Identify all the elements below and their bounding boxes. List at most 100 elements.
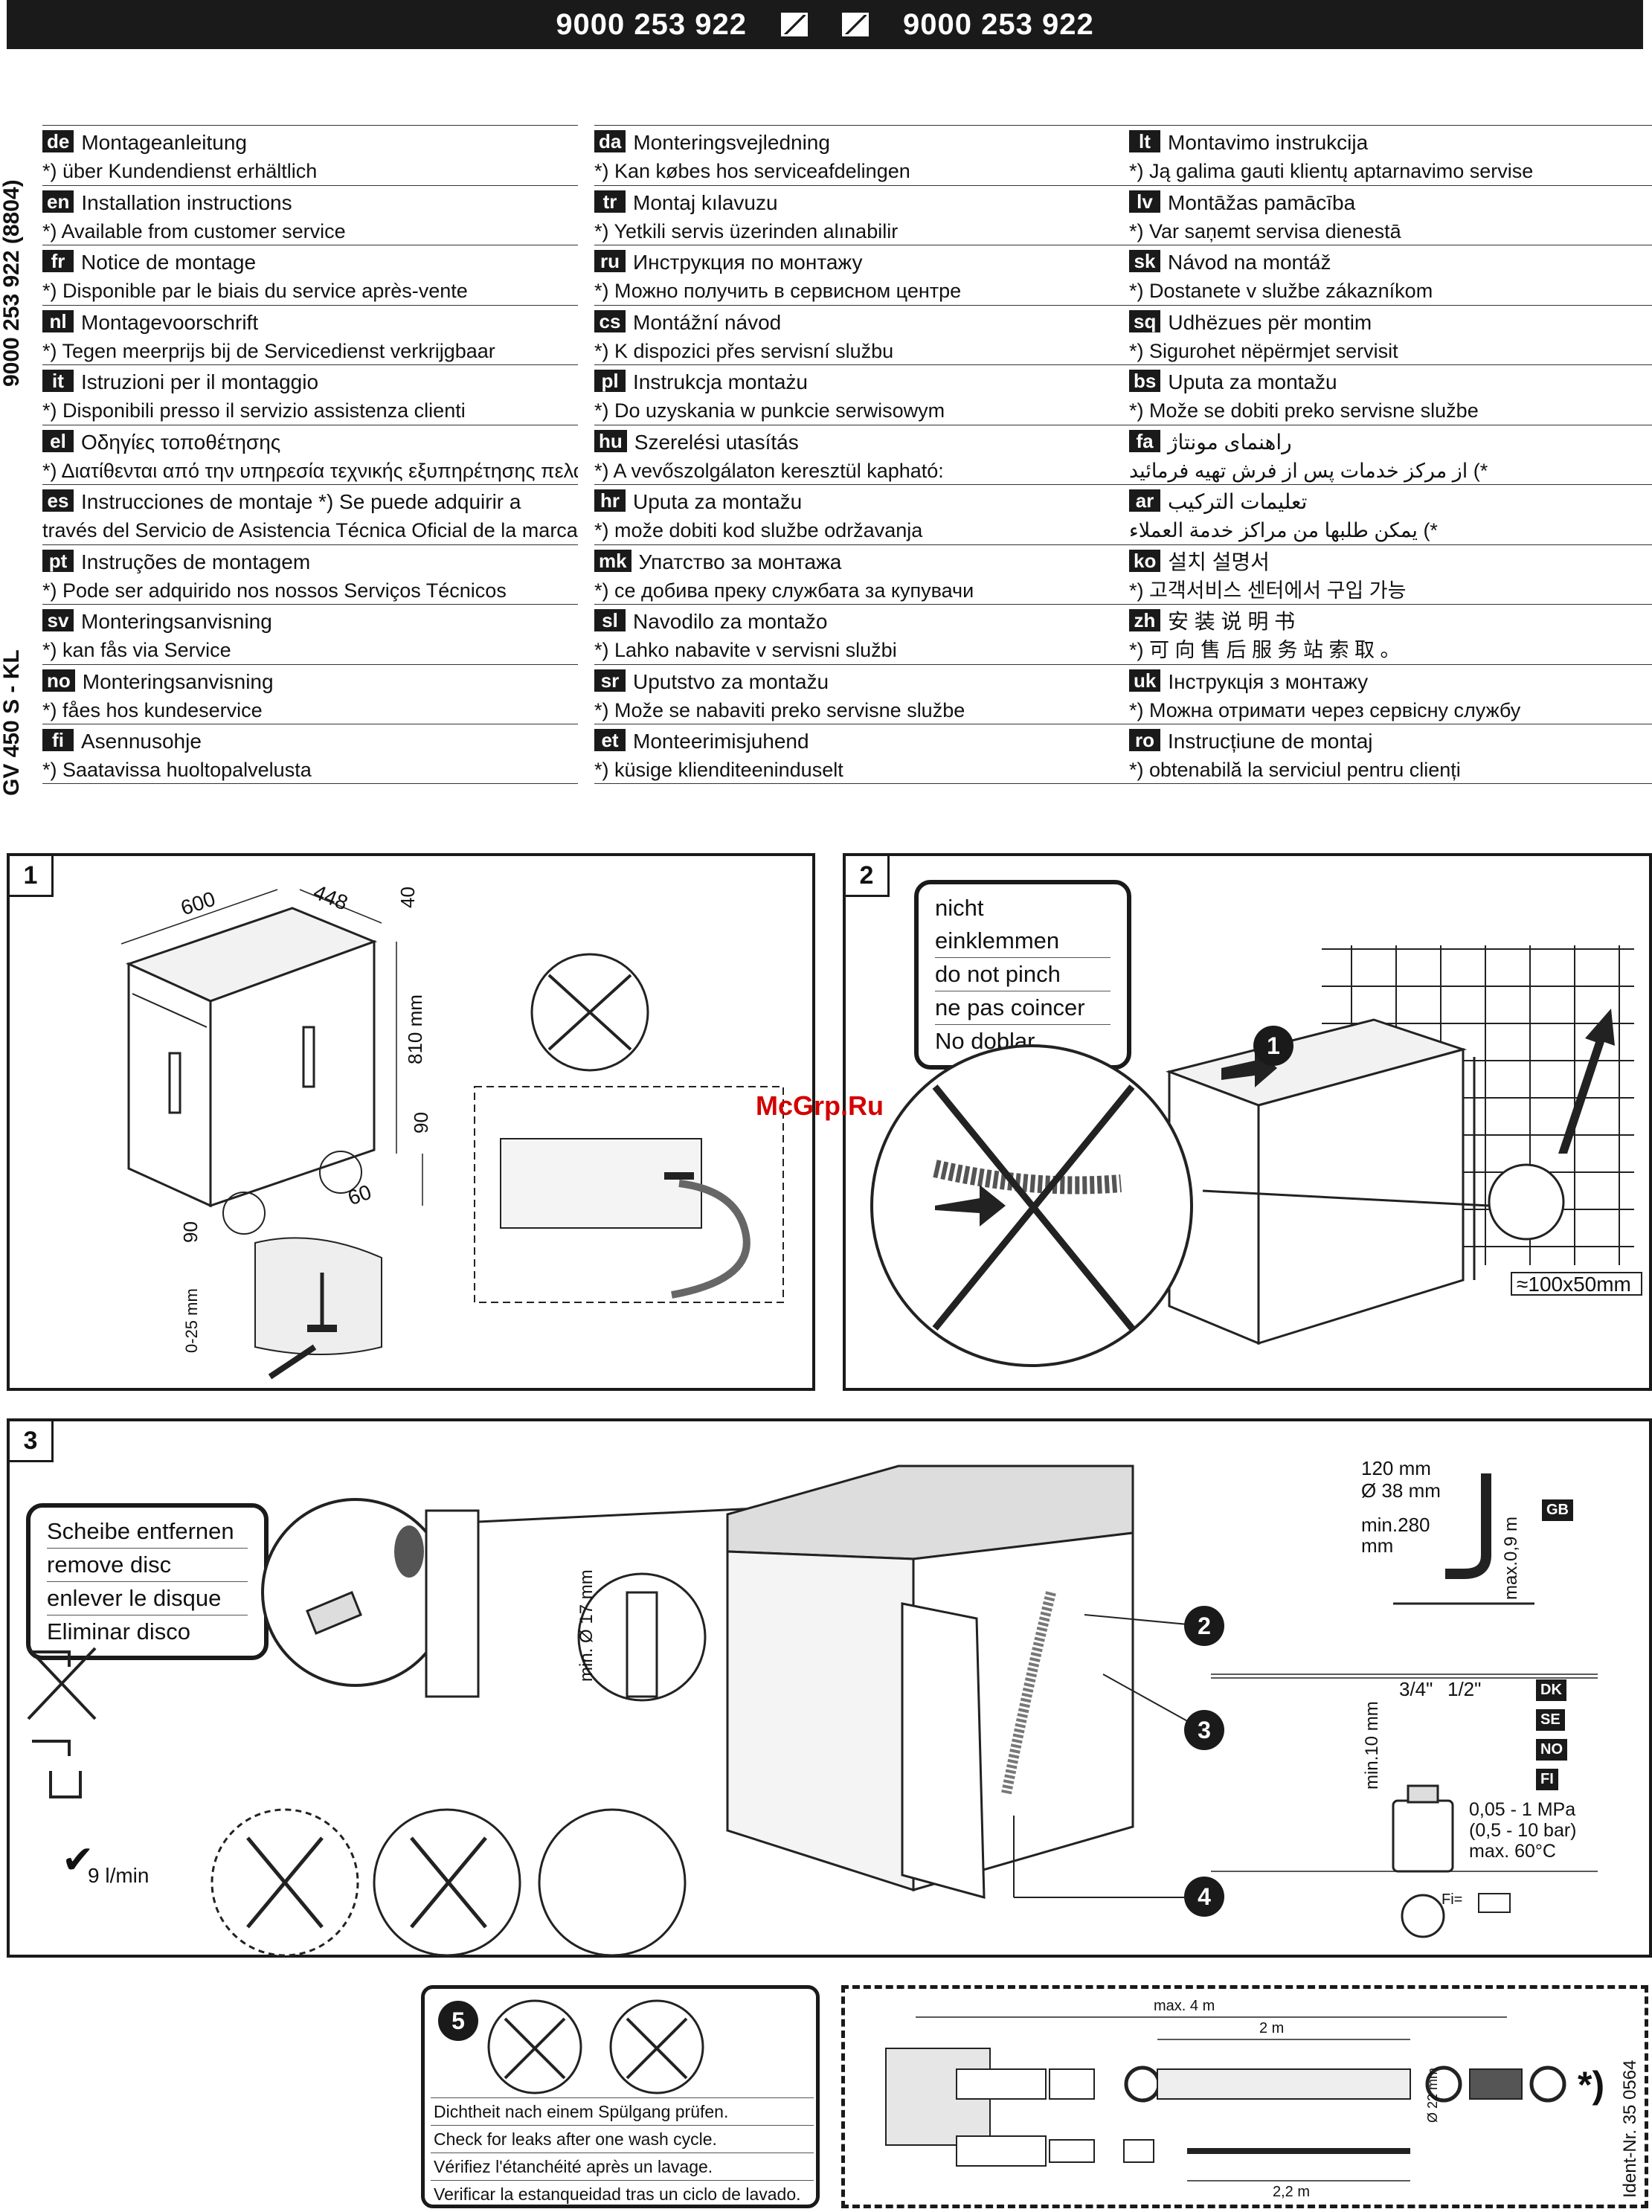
language-code-badge: es: [42, 489, 74, 512]
language-code-badge: sk: [1129, 250, 1160, 272]
footnote-star: *): [1578, 2064, 1605, 2106]
language-title: Montageanleitung: [81, 131, 247, 154]
language-code-badge: et: [594, 729, 626, 751]
language-note: través del Servicio de Asistencia Técnic…: [42, 519, 578, 541]
drain-dim-a: 120 mm: [1361, 1457, 1431, 1479]
language-code-badge: de: [42, 130, 74, 152]
language-title: Navodilo za montažo: [633, 610, 828, 633]
thread-a: 3/4": [1399, 1678, 1433, 1700]
hose-diameter: Ø 22 mm: [1425, 2067, 1440, 2123]
language-title: Uputa za montažu: [633, 490, 803, 513]
language-row-sk: sk Návod na montáž *) Dostanete v službe z…: [1129, 245, 1652, 305]
step-number: 2: [1184, 1606, 1224, 1646]
language-code-badge: nl: [42, 309, 74, 332]
language-title: Instrucciones de montaje *) Se puede adq…: [81, 490, 521, 513]
step-number: 4: [1184, 1877, 1224, 1917]
language-note: *) kan fås via Service: [42, 639, 231, 661]
warning-line: ne pas coincer: [935, 991, 1111, 1025]
panel-5: 5 Dichtheit nach einem Spülgang prüfen. …: [421, 1985, 820, 2208]
language-note: *) Tegen meerprijs bij de Servicedienst …: [42, 339, 495, 362]
dim-height: 810 mm: [404, 994, 426, 1064]
language-code-badge: cs: [594, 309, 626, 332]
language-code-badge: en: [42, 190, 74, 213]
language-note: *) Dostanete v službe zákazníkom: [1129, 280, 1433, 302]
language-note: *) Yetkili servis üzerinden alınabilir: [594, 219, 899, 242]
hose-length: 2 m: [1259, 2020, 1285, 2036]
language-code-badge: fa: [1129, 429, 1160, 452]
language-title: Інструкція з монтажу: [1168, 669, 1369, 693]
country-badge: NO: [1536, 1739, 1567, 1761]
language-code-badge: ro: [1129, 729, 1160, 751]
warning-box: nicht einklemmen do not pinch ne pas coi…: [914, 880, 1131, 1070]
pressure-line: max. 60°C: [1469, 1841, 1556, 1862]
language-code-badge: zh: [1129, 609, 1160, 631]
language-title: Monteringsanvisning: [82, 669, 274, 693]
language-title: Návod na montáž: [1168, 251, 1331, 274]
language-note: *) može dobiti kod službe održavanja: [594, 519, 923, 541]
panel-3: 3 Scheibe entfernen remove disc enlever …: [7, 1418, 1652, 1958]
language-note: *) Διατίθενται από την υπηρεσία τεχνικής…: [42, 459, 578, 482]
country-badge: SE: [1536, 1709, 1565, 1731]
language-note: *) се добива преку службата за купувачи: [594, 579, 974, 602]
drain-dim-b: Ø 38 mm: [1361, 1479, 1441, 1502]
note-line: Vérifiez l'étanchéité après un lavage.: [431, 2152, 814, 2180]
language-title: Montāžas pamācība: [1168, 190, 1356, 214]
language-code-badge: sq: [1129, 309, 1161, 332]
remove-disc-line: remove disc: [47, 1549, 248, 1582]
language-code-badge: hr: [594, 489, 626, 512]
language-code-badge: da: [594, 130, 626, 152]
language-note: *) Disponibili presso il servizio assist…: [42, 399, 466, 422]
check-icon: ✔: [62, 1839, 94, 1882]
language-title: Uputa za montažu: [1168, 370, 1337, 393]
language-note: *) küsige klienditeeninduselt: [594, 759, 843, 781]
language-note: *) Lahko nabavite v servisni službi: [594, 639, 897, 661]
language-code-badge: lv: [1129, 190, 1160, 213]
step-number: 3: [1184, 1710, 1224, 1750]
language-title: Οδηγίες τοποθέτησης: [81, 430, 281, 454]
language-title: Instrukcja montażu: [633, 370, 808, 393]
language-note: *) obtenabilă la serviciul pentru clienț…: [1129, 759, 1461, 781]
language-title: Notice de montage: [81, 251, 257, 274]
accessory-panel: max. 4 m 2 m Ø 22 mm 2,2 m *): [841, 1985, 1648, 2208]
leak-check-notes: Dichtheit nach einem Spülgang prüfen. Ch…: [431, 2097, 814, 2208]
language-title: Installation instructions: [81, 190, 292, 214]
language-row-es: es Instrucciones de montaje *) Se puede a…: [42, 484, 578, 544]
language-note: *) Pode ser adquirido nos nossos Serviço…: [42, 579, 507, 602]
language-code-badge: tr: [594, 190, 626, 213]
language-note: *) Može se dobiti preko servisne službe: [1129, 399, 1479, 422]
language-title: Monteringsvejledning: [633, 131, 830, 154]
language-title: Montagevoorschrift: [81, 310, 259, 334]
max-length: max. 4 m: [1154, 1998, 1215, 2014]
envelope-icon: [781, 13, 808, 36]
language-note: *) از مرکز خدمات پس از فرش تهیه فرمائید: [1129, 459, 1488, 482]
ident-number: Ident-Nr. 35 0564: [1620, 2060, 1640, 2198]
language-note: *) Ją galima gauti klientų aptarnavimo s…: [1129, 160, 1534, 182]
language-code-badge: sv: [42, 609, 74, 631]
language-title: 설치 설명서: [1168, 550, 1270, 573]
country-badge: GB: [1542, 1499, 1573, 1521]
language-title: Szerelési utasítás: [634, 430, 799, 454]
language-title: راهنمای مونتاژ: [1168, 430, 1292, 454]
language-row-hr: hr Uputa za montažu *) može dobiti kod slu…: [594, 484, 1130, 544]
language-note: *) 可 向 售 后 服 务 站 索 取 。: [1129, 639, 1401, 661]
thread-b: 1/2": [1447, 1678, 1482, 1700]
language-code-badge: ko: [1129, 549, 1161, 572]
min-diameter: min. Ø 17 mm: [576, 1569, 597, 1682]
